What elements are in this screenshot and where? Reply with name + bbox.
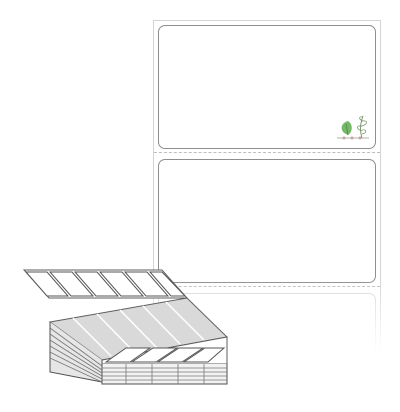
product-image — [22, 20, 381, 408]
perforation-line — [154, 152, 380, 153]
label-1 — [158, 25, 376, 149]
stack-front-strip — [101, 336, 228, 365]
fanfold-stack-icon — [22, 269, 229, 385]
leaf-branch-icon — [337, 115, 369, 140]
stack-top-strip — [22, 269, 189, 299]
label-sheet — [153, 20, 381, 408]
leaf-branch-icon — [337, 383, 369, 408]
perforation-line — [154, 286, 380, 287]
label-2 — [158, 159, 376, 408]
stack-edges — [49, 322, 228, 385]
